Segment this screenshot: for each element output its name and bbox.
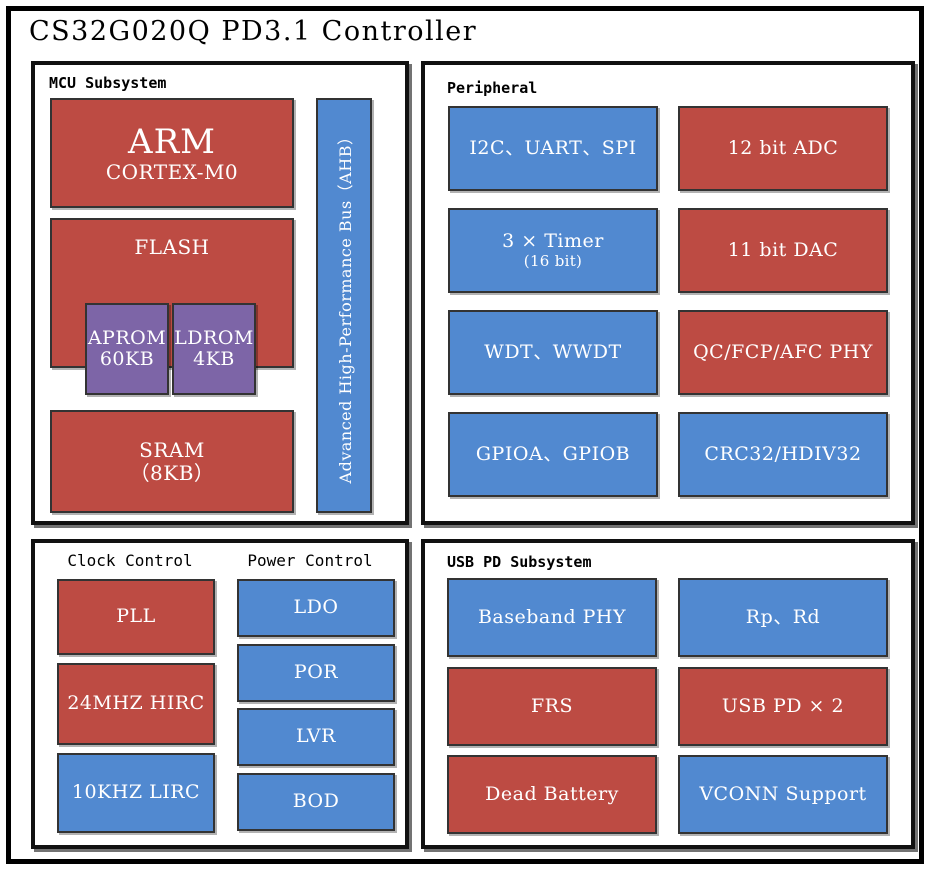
block-crc32-hdiv32[interactable]: CRC32/HDIV32 (678, 412, 888, 497)
block-rp-rd[interactable]: Rp、Rd (678, 578, 888, 657)
block-label-primary: GPIOA、GPIOB (475, 442, 631, 465)
block-arm-core[interactable]: ARM CORTEX-M0 (50, 98, 294, 208)
block-label-primary: 12 bit ADC (727, 136, 839, 159)
panel-title-mcu: MCU Subsystem (49, 74, 167, 92)
panel-title-usb-pd: USB PD Subsystem (447, 553, 592, 571)
block-label-primary: ARM (128, 121, 216, 162)
block-label-primary: POR (293, 661, 339, 684)
block-wdt-wwdt[interactable]: WDT、WWDT (448, 310, 658, 395)
block-lvr[interactable]: LVR (237, 708, 395, 766)
block-timer[interactable]: 3 × Timer (16 bit) (448, 208, 658, 293)
block-qc-fcp-afc-phy[interactable]: QC/FCP/AFC PHY (678, 310, 888, 395)
block-dead-battery[interactable]: Dead Battery (447, 755, 657, 834)
block-hirc[interactable]: 24MHZ HIRC (57, 663, 215, 745)
block-label-primary: QC/FCP/AFC PHY (693, 340, 873, 363)
panel-peripheral: Peripheral I2C、UART、SPI 12 bit ADC 3 × T… (421, 61, 915, 525)
block-label-primary: LVR (296, 725, 336, 748)
panel-clock-power-control: Clock Control Power Control PLL 24MHZ HI… (31, 539, 409, 849)
block-ldo[interactable]: LDO (237, 579, 395, 637)
block-label-primary: Baseband PHY (477, 605, 627, 628)
block-label-primary: WDT、WWDT (484, 340, 622, 363)
block-adc[interactable]: 12 bit ADC (678, 106, 888, 191)
block-label-primary: LDO (293, 596, 339, 619)
block-baseband-phy[interactable]: Baseband PHY (447, 578, 657, 657)
panel-title-peripheral: Peripheral (447, 79, 538, 97)
column-title-power-control: Power Control (247, 551, 373, 570)
block-frs[interactable]: FRS (447, 667, 657, 746)
block-label-secondary: 60KB (99, 348, 155, 370)
block-pll[interactable]: PLL (57, 579, 215, 655)
chip-diagram-frame: CS32G020Q PD3.1 Controller MCU Subsystem… (6, 6, 924, 864)
block-label-primary: FLASH (134, 235, 210, 259)
block-por[interactable]: POR (237, 644, 395, 702)
block-sram[interactable]: SRAM （8KB） (50, 410, 294, 513)
block-label-primary: 10KHZ LIRC (71, 781, 201, 804)
block-label-primary: Dead Battery (485, 782, 619, 805)
block-label-primary: Advanced High-Performance Bus（AHB） (336, 128, 355, 483)
page-title: CS32G020Q PD3.1 Controller (29, 16, 478, 47)
block-gpioa-gpiob[interactable]: GPIOA、GPIOB (448, 412, 658, 497)
block-label-primary: 3 × Timer (502, 230, 604, 253)
block-label-primary: FRS (530, 694, 573, 717)
block-label-secondary: 4KB (193, 348, 235, 370)
block-label-primary: SRAM (139, 438, 205, 463)
block-label-primary: 24MHZ HIRC (67, 692, 205, 715)
block-label-secondary: (16 bit) (523, 251, 583, 270)
block-dac[interactable]: 11 bit DAC (678, 208, 888, 293)
block-usb-pd-x2[interactable]: USB PD × 2 (678, 667, 888, 746)
block-label-primary: CRC32/HDIV32 (704, 442, 862, 465)
block-label-primary: LDROM (174, 326, 254, 349)
block-label-secondary: CORTEX-M0 (105, 159, 239, 184)
block-aprom[interactable]: APROM 60KB (85, 303, 169, 395)
block-ldrom[interactable]: LDROM 4KB (172, 303, 256, 395)
panel-mcu-subsystem: MCU Subsystem ARM CORTEX-M0 FLASH APROM … (31, 61, 409, 525)
block-ahb-bus[interactable]: Advanced High-Performance Bus（AHB） (316, 98, 372, 513)
block-label-primary: I2C、UART、SPI (469, 136, 637, 159)
block-label-primary: Rp、Rd (745, 605, 821, 628)
block-label-primary: USB PD × 2 (721, 694, 845, 717)
block-label-primary: BOD (292, 790, 340, 813)
block-lirc[interactable]: 10KHZ LIRC (57, 753, 215, 833)
block-label-primary: APROM (87, 326, 167, 349)
block-label-primary: VCONN Support (699, 782, 867, 805)
block-label-primary: 11 bit DAC (727, 238, 839, 261)
panel-usb-pd-subsystem: USB PD Subsystem Baseband PHY Rp、Rd FRS … (421, 539, 915, 849)
block-label-primary: PLL (116, 605, 156, 628)
block-label-secondary: （8KB） (129, 460, 215, 485)
block-bod[interactable]: BOD (237, 773, 395, 831)
block-vconn-support[interactable]: VCONN Support (678, 755, 888, 834)
column-title-clock-control: Clock Control (67, 551, 193, 570)
block-i2c-uart-spi[interactable]: I2C、UART、SPI (448, 106, 658, 191)
